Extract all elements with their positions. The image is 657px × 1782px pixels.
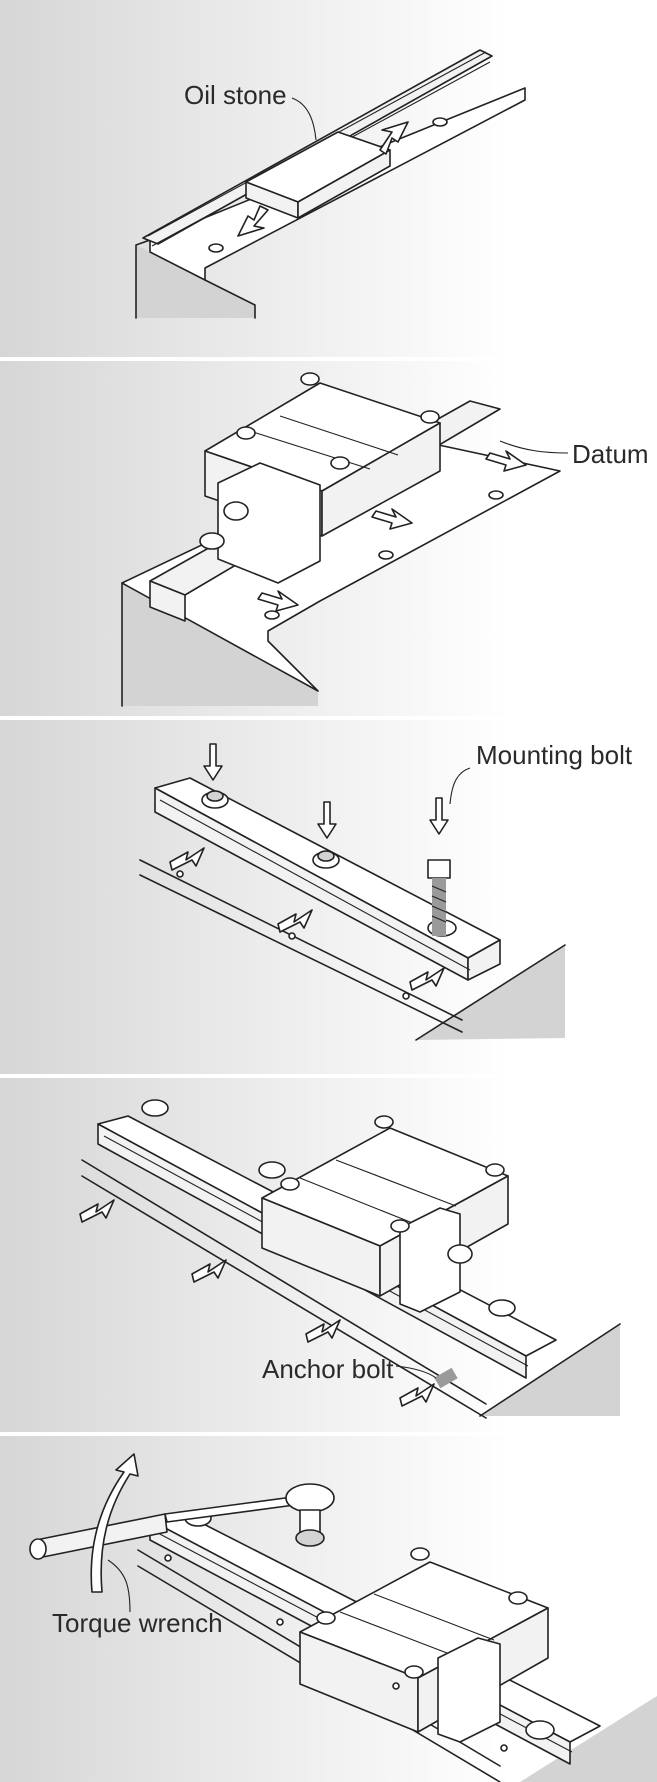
panel-datum: Datum [0, 361, 657, 716]
torque-wrench-label: Torque wrench [52, 1608, 223, 1638]
panel-torque-wrench: Torque wrench [0, 1436, 657, 1782]
torque-wrench-illustration [29, 1453, 657, 1782]
datum-illustration [121, 372, 569, 707]
datum-label: Datum [572, 439, 649, 469]
panel-mounting-bolt: Mounting bolt [0, 720, 657, 1074]
panel-anchor-bolt: Anchor bolt [0, 1078, 657, 1432]
mounting-bolt-label: Mounting bolt [476, 740, 633, 770]
anchor-bolt-illustration [79, 1099, 621, 1419]
oil-stone-label: Oil stone [184, 80, 287, 110]
oil-stone-illustration [135, 49, 526, 319]
mounting-bolt-illustration [139, 743, 566, 1041]
anchor-bolt-label: Anchor bolt [262, 1354, 394, 1384]
panel-oil-stone: Oil stone [0, 0, 657, 357]
